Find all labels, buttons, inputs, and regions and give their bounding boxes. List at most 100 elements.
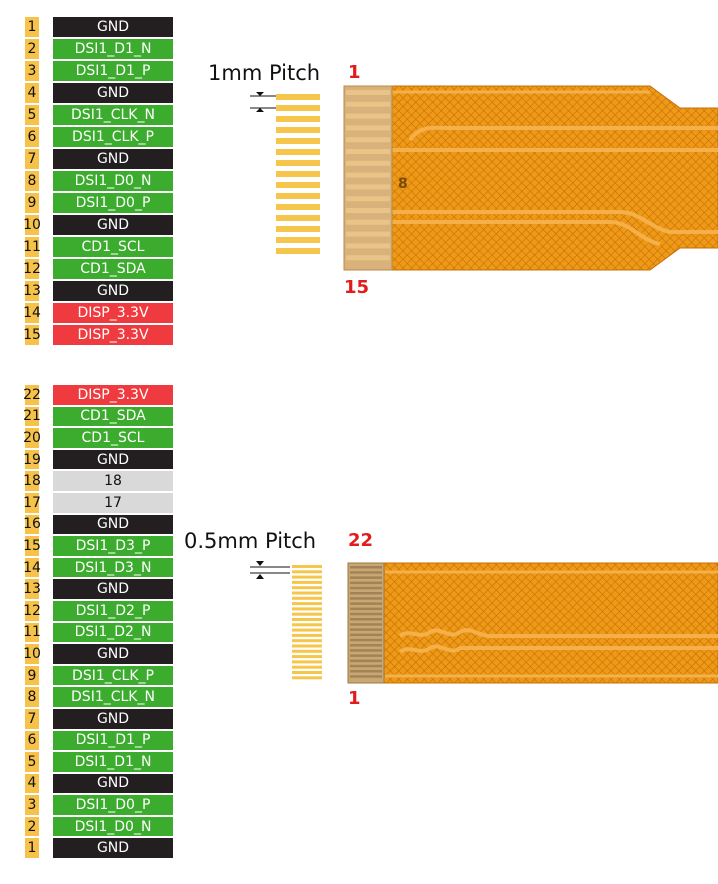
pitch-pad bbox=[292, 628, 322, 632]
pin-number: 16 bbox=[23, 514, 41, 535]
cable-contact bbox=[350, 664, 382, 668]
pin-signal-label: DSI1_CLK_N bbox=[53, 687, 173, 707]
cable-contact bbox=[350, 566, 382, 569]
cable-contact bbox=[346, 196, 390, 202]
pitch-pad bbox=[292, 655, 322, 659]
pin-number: 9 bbox=[25, 193, 39, 213]
cable-contact bbox=[350, 628, 382, 631]
bottom-cable-contacts bbox=[350, 566, 382, 678]
cable-contact bbox=[350, 675, 382, 678]
pin-number: 3 bbox=[25, 795, 39, 815]
pin-row: 6 DSI1_D1_P bbox=[25, 730, 173, 752]
pin-signal-label: GND bbox=[53, 149, 173, 169]
pin-signal-label: CD1_SDA bbox=[53, 259, 173, 279]
cable-contact bbox=[346, 255, 390, 261]
pin-number: 6 bbox=[25, 127, 39, 147]
cable-contact bbox=[346, 160, 390, 166]
pitch-pad bbox=[276, 149, 320, 155]
pin-signal-label: GND bbox=[53, 773, 173, 794]
pin-number: 11 bbox=[23, 237, 41, 257]
pin-number: 7 bbox=[25, 708, 39, 729]
bottom-pitch-pads bbox=[292, 565, 322, 680]
pitch-pad bbox=[292, 602, 322, 606]
pitch-pad bbox=[292, 660, 322, 664]
pin-number: 21 bbox=[23, 406, 41, 427]
pin-signal-label: DSI1_D3_N bbox=[53, 557, 173, 578]
cable-contact bbox=[350, 623, 382, 626]
pitch-pad bbox=[292, 612, 322, 616]
cable-contact bbox=[346, 231, 390, 237]
cable-contact bbox=[346, 243, 390, 249]
bottom-pitch-dimension bbox=[250, 561, 290, 579]
pin-signal-label: DSI1_D0_P bbox=[53, 795, 173, 815]
cable-contact bbox=[350, 607, 382, 611]
pitch-pad bbox=[292, 644, 322, 648]
pin-number: 13 bbox=[23, 579, 41, 599]
pitch-pad bbox=[292, 591, 322, 595]
pin-signal-label: GND bbox=[53, 708, 173, 729]
cable-contact bbox=[350, 654, 382, 657]
pin-number: 22 bbox=[23, 385, 41, 405]
pin-row: 14 DSI1_D3_N bbox=[23, 557, 173, 579]
top-pitch-dimension bbox=[250, 92, 276, 112]
cable-contact bbox=[346, 90, 390, 95]
pin-signal-label: GND bbox=[53, 579, 173, 599]
pitch-pad bbox=[276, 171, 320, 177]
pin-signal-label: DSI1_CLK_N bbox=[53, 105, 173, 125]
pin-signal-label: DSI1_D0_P bbox=[53, 193, 173, 213]
pin-signal-label: GND bbox=[53, 644, 173, 664]
pin-signal-label: CD1_SDA bbox=[53, 406, 173, 427]
cable-contact bbox=[346, 101, 390, 107]
pin-number: 19 bbox=[23, 449, 41, 470]
pin-number: 6 bbox=[25, 730, 39, 751]
top-pitch-pads bbox=[276, 94, 320, 254]
pitch-pad bbox=[292, 575, 322, 579]
pin-number: 9 bbox=[25, 665, 39, 686]
cable-contact bbox=[346, 172, 390, 178]
pitch-pad bbox=[292, 639, 322, 643]
pin-signal-label: DSI1_D2_P bbox=[53, 600, 173, 621]
pitch-pad bbox=[292, 633, 322, 637]
cable-contact bbox=[350, 581, 382, 585]
pin-row: 12 DSI1_D2_P bbox=[23, 600, 173, 622]
pin-signal-label: GND bbox=[53, 215, 173, 235]
pitch-pad bbox=[292, 649, 322, 653]
cable-contact bbox=[350, 618, 382, 621]
pin-number: 7 bbox=[25, 149, 39, 169]
pitch-pad bbox=[292, 580, 322, 584]
pin-number: 14 bbox=[23, 557, 41, 578]
pin-signal-label: DISP_3.3V bbox=[53, 325, 173, 345]
pitch-pad bbox=[276, 226, 320, 232]
pin-signal-label: DSI1_D3_P bbox=[53, 536, 173, 556]
pitch-pad bbox=[292, 570, 322, 574]
pin-signal-label: DSI1_D1_P bbox=[53, 730, 173, 751]
bottom-ribbon-cable bbox=[347, 562, 718, 684]
pitch-pad bbox=[276, 105, 320, 111]
pitch-pad bbox=[292, 665, 322, 669]
pin-row: 21 CD1_SDA bbox=[23, 406, 173, 428]
cable-contact bbox=[350, 571, 382, 574]
pin-row: 9 DSI1_D0_P bbox=[25, 192, 173, 214]
cable-contact bbox=[346, 219, 390, 225]
pitch-pad bbox=[292, 671, 322, 674]
pin-row: 3 DSI1_D0_P bbox=[25, 794, 173, 816]
cable-contact bbox=[346, 149, 390, 154]
pin-number: 1 bbox=[25, 17, 39, 37]
bottom-first-pin-marker: 22 bbox=[348, 530, 374, 551]
top-cable-contacts bbox=[346, 90, 390, 261]
pin-number: 12 bbox=[23, 600, 41, 621]
cable-contact bbox=[346, 137, 390, 143]
pin-number: 5 bbox=[25, 752, 39, 772]
pitch-pad bbox=[276, 204, 320, 210]
pin-signal-label: DSI1_D1_P bbox=[53, 61, 173, 81]
pin-number: 4 bbox=[25, 773, 39, 794]
